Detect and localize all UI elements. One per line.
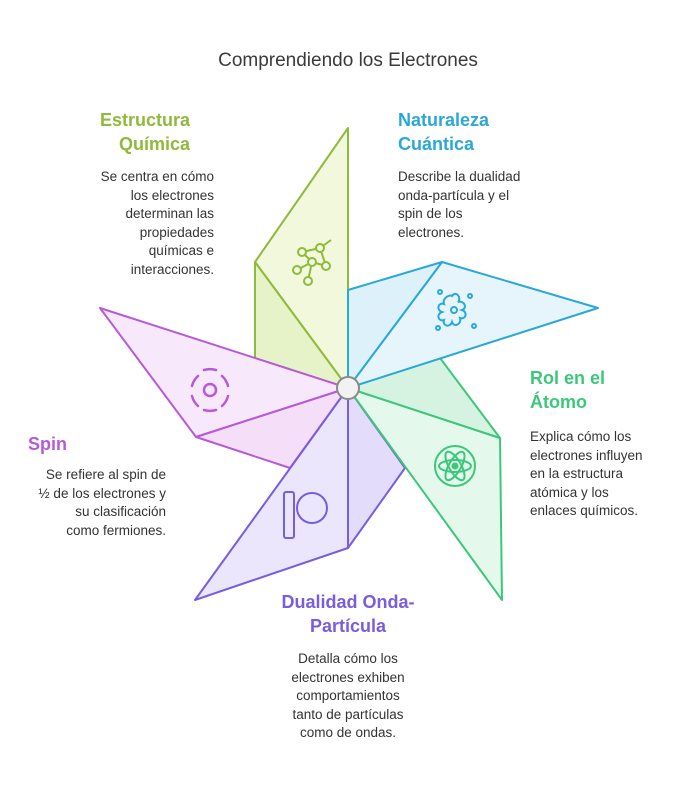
naturaleza-desc-line: Describe la dualidad — [398, 169, 521, 184]
quantum-splash-icon — [435, 289, 477, 331]
estructura-desc-line: los electrones — [130, 187, 214, 203]
estructura-desc-line: interacciones. — [130, 261, 214, 277]
dualidad-description: Detalla cómo los electrones exhiben comp… — [238, 650, 458, 743]
spin-title-line: Spin — [28, 434, 67, 454]
estructura-desc-line: Se centra en cómo — [100, 169, 214, 184]
blade-rol-atomo — [347, 357, 503, 601]
estructura-desc-line: determinan las — [125, 206, 214, 221]
spin-desc-line: su clasificación — [75, 504, 166, 519]
dualidad-desc-line: tanto de partículas — [292, 706, 404, 722]
page-title: Comprendiendo los Electrones — [218, 50, 478, 71]
dualidad-desc-line: comportamientos — [296, 688, 400, 703]
rol-desc-line: Explica cómo los — [530, 429, 632, 444]
rol-title-line: Rol en el — [530, 368, 606, 388]
dualidad-desc-line: Detalla cómo los — [298, 651, 398, 666]
naturaleza-title-line: Cuántica — [398, 134, 475, 154]
estructura-title-line: Estructura — [99, 110, 190, 130]
dualidad-title-line: Partícula — [309, 616, 387, 636]
naturaleza-desc-line: onda-partícula y el — [398, 187, 510, 203]
naturaleza-desc-line: spin de los — [398, 206, 463, 221]
spin-title: Spin — [28, 432, 148, 456]
estructura-title: Estructura Química — [40, 108, 190, 156]
naturaleza-description: Describe la dualidad onda-partícula y el… — [398, 168, 598, 242]
rol-title-line: Átomo — [530, 392, 587, 412]
estructura-desc-line: propiedades — [139, 224, 214, 240]
rol-desc-line: atómica y los — [530, 484, 609, 500]
atom-icon — [434, 445, 476, 487]
rol-description: Explica cómo los electrones influyen en … — [530, 428, 690, 521]
blade-spin — [99, 307, 349, 469]
dualidad-desc-line: como de ondas. — [299, 725, 397, 740]
naturaleza-title-line: Naturaleza — [398, 110, 490, 130]
dualidad-desc-line: electrones exhiben — [291, 669, 405, 685]
blade-estructura-quimica — [254, 127, 349, 389]
estructura-description: Se centra en cómo los electrones determi… — [40, 168, 214, 279]
molecule-icon — [292, 239, 332, 286]
center-hub — [336, 376, 360, 400]
naturaleza-title: Naturaleza Cuántica — [398, 108, 598, 156]
wave-particle-icon — [283, 491, 328, 539]
rol-desc-line: enlaces químicos. — [530, 503, 639, 518]
naturaleza-desc-line: electrones. — [398, 224, 465, 240]
dualidad-title: Dualidad Onda- Partícula — [238, 590, 458, 638]
rol-desc-line: en la estructura — [530, 466, 624, 481]
dualidad-title-line: Dualidad Onda- — [281, 592, 415, 612]
spin-desc-line: ½ de los electrones y — [38, 485, 166, 501]
spin-icon — [190, 367, 230, 413]
spin-description: Se refiere al spin de ½ de los electrone… — [10, 466, 166, 540]
estructura-desc-line: químicas e — [148, 243, 214, 258]
rol-title: Rol en el Átomo — [530, 366, 680, 414]
spin-desc-line: como fermiones. — [66, 522, 166, 538]
spin-desc-line: Se refiere al spin de — [45, 467, 166, 482]
rol-desc-line: electrones influyen — [530, 447, 643, 463]
estructura-title-line: Química — [118, 134, 190, 154]
